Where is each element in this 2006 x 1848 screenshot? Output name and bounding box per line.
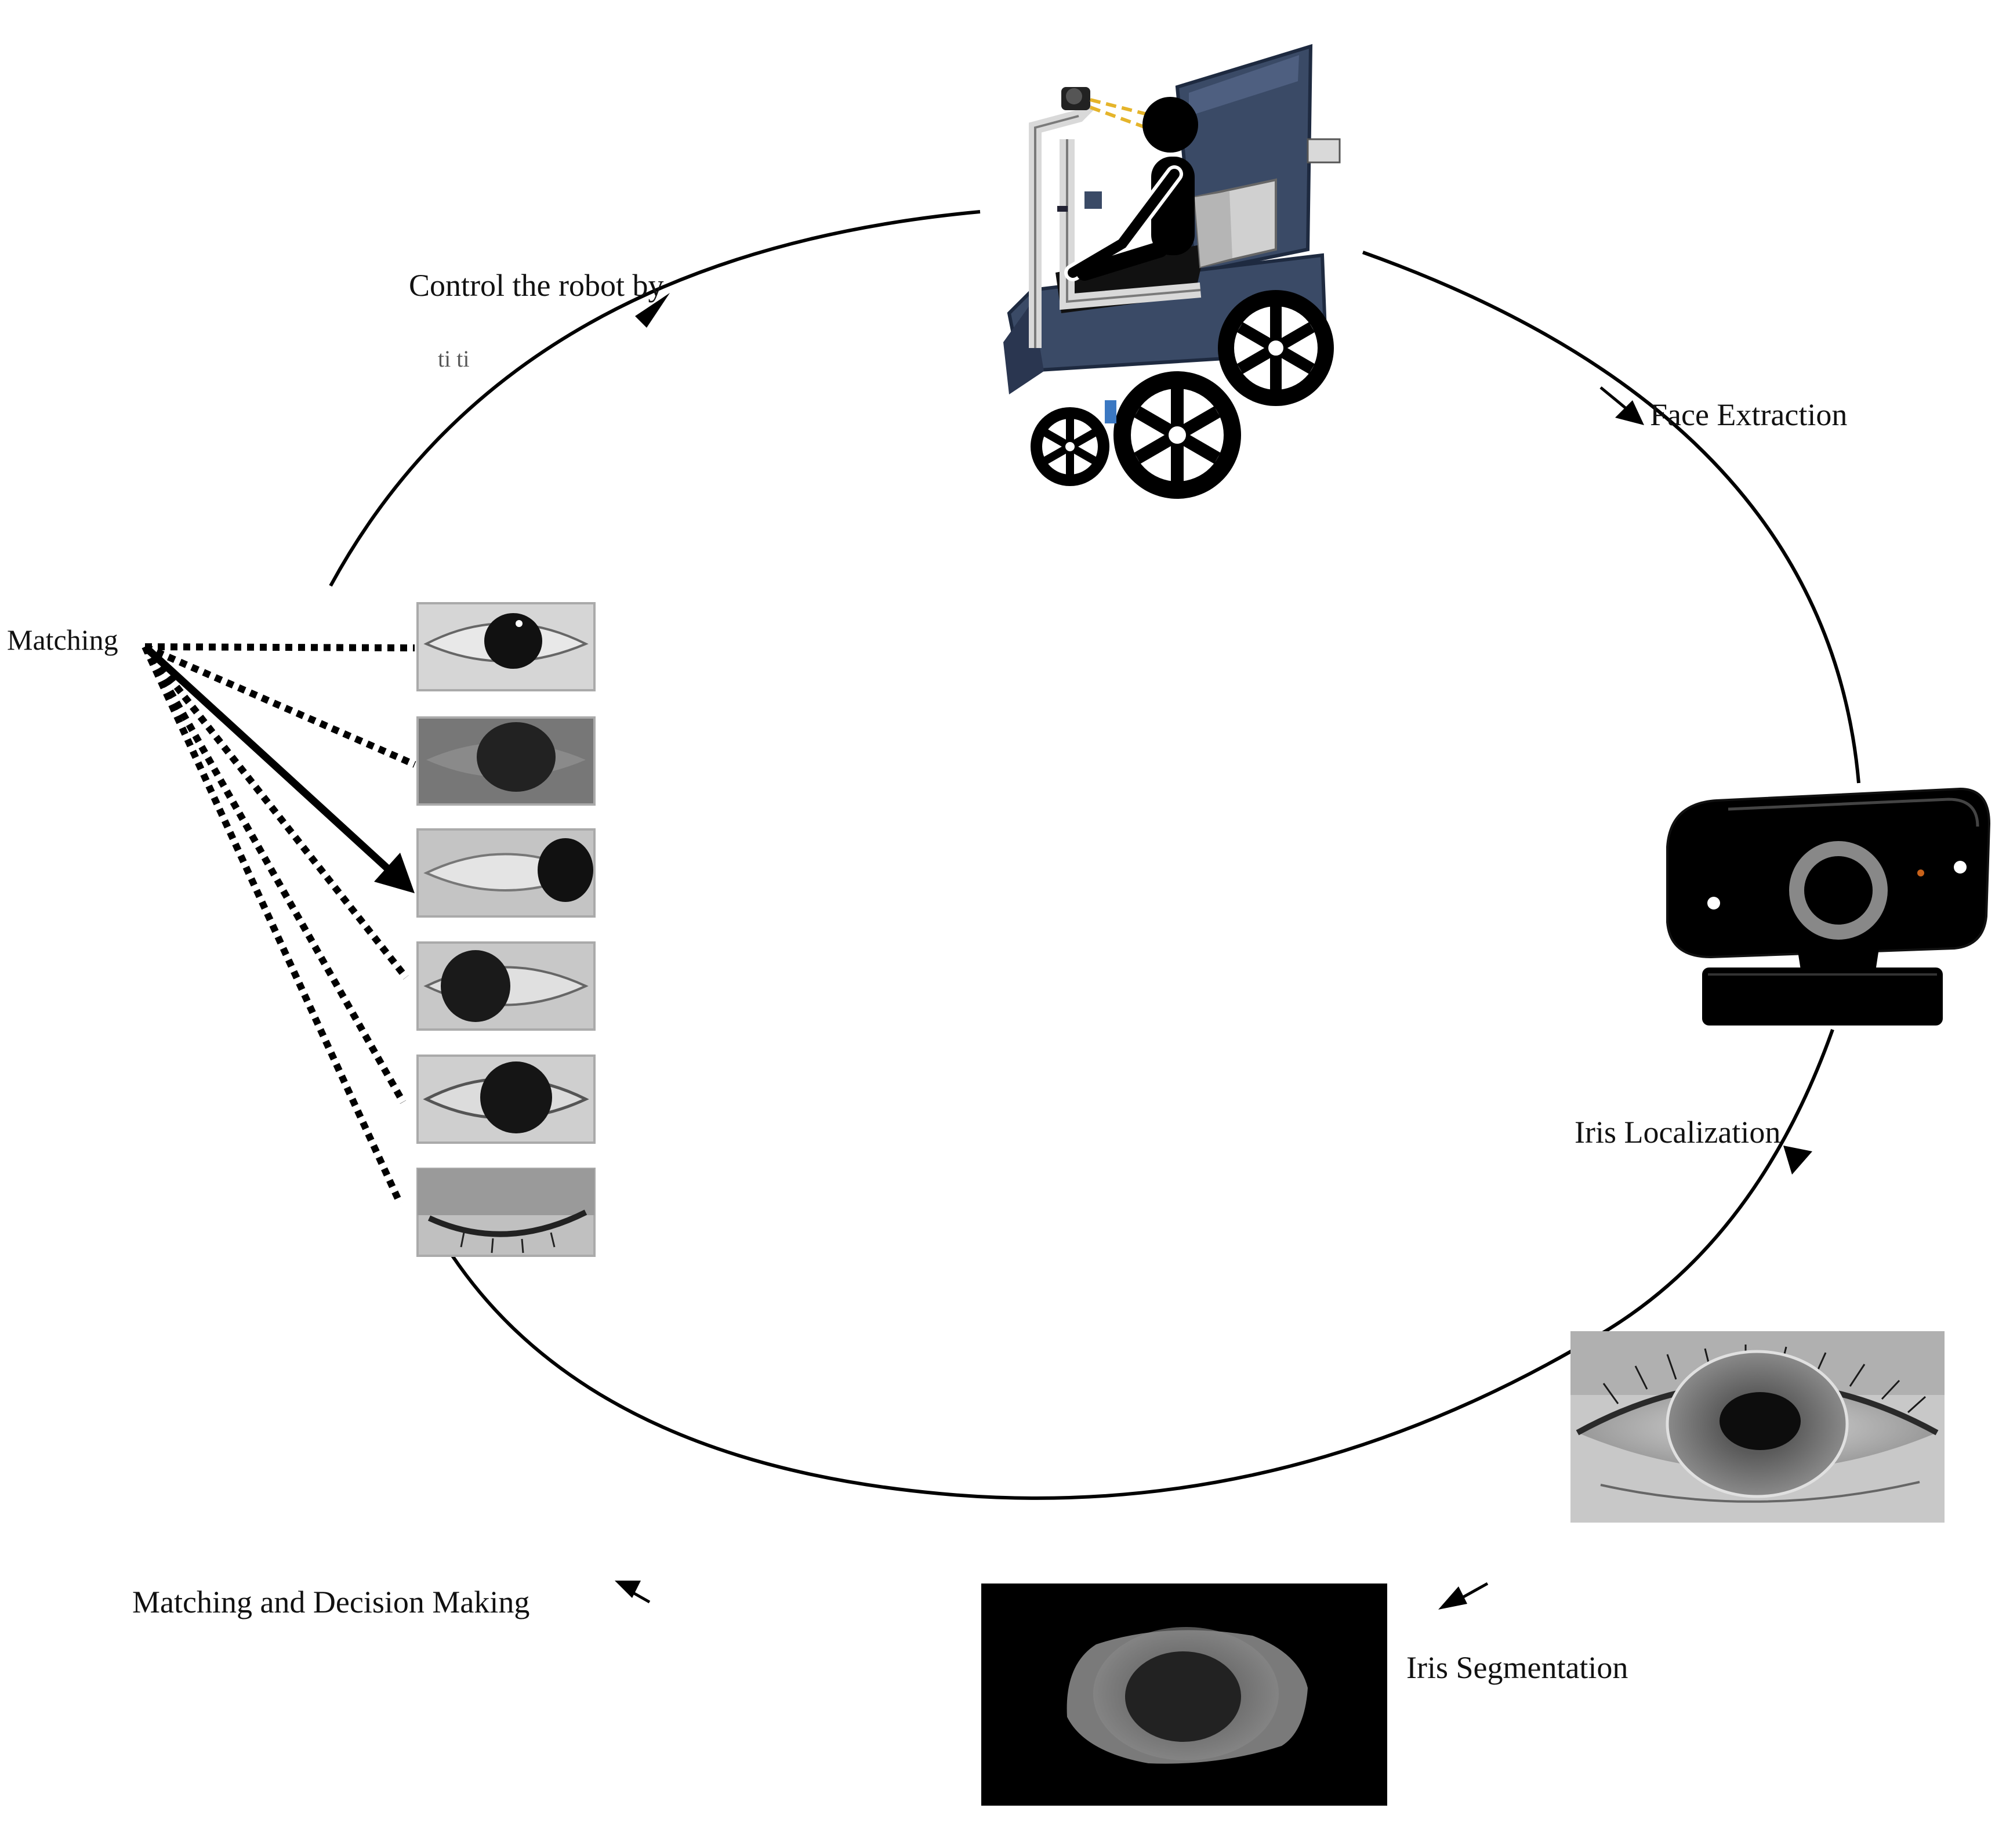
matching-connectors [142, 643, 416, 1205]
eye-open-thumb [416, 602, 596, 691]
eye-looking-left-2-thumb [416, 941, 596, 1031]
arrow-iris-localization [1783, 1146, 1812, 1175]
eye-looking-right-thumb [416, 828, 596, 918]
face-extraction-label: Face Extraction [1650, 397, 1847, 432]
eye-closed-thumb [416, 1168, 596, 1257]
arc-bottom [451, 1255, 1602, 1500]
arrow-iris-segmentation [1438, 1586, 1467, 1610]
webcam-icon [1666, 787, 1991, 1026]
eye-looking-left-thumb [416, 716, 596, 806]
matching-decision-label: Matching and Decision Making [132, 1585, 529, 1619]
iris-localization-label: Iris Localization [1575, 1115, 1780, 1150]
arrow-face-extraction [1615, 400, 1644, 425]
main-wheel [1113, 371, 1241, 499]
rear-wheel [1218, 290, 1334, 406]
control-label: Control the robot by [409, 268, 663, 303]
arc-robot-to-webcam [1362, 251, 1860, 784]
wheelchair-robot-icon [1003, 44, 1341, 499]
arrowheads [615, 293, 1812, 1610]
eye-center-thumb [416, 1055, 596, 1144]
arc-webcam-to-eye [1599, 1028, 1834, 1336]
cycle-arcs [329, 210, 1860, 1500]
eye-localized-photo [1570, 1331, 1945, 1523]
arrow-matching-decision [615, 1581, 641, 1598]
arrow-segmentation-shaft [1460, 1582, 1489, 1600]
arrow-decision-shaft [631, 1590, 651, 1604]
matching-label: Matching [7, 624, 118, 656]
eye-thumbnails [416, 602, 596, 1257]
caster-wheel [1031, 407, 1109, 486]
arrow-control [635, 293, 670, 328]
arrow-face-shaft [1599, 386, 1628, 410]
control-label-cont: ti ti [438, 346, 469, 372]
selected-match-arrow [142, 644, 415, 893]
iris-segmented-photo [981, 1584, 1387, 1806]
arc-matching-to-robot [329, 210, 981, 587]
iris-segmentation-label: Iris Segmentation [1406, 1650, 1628, 1685]
